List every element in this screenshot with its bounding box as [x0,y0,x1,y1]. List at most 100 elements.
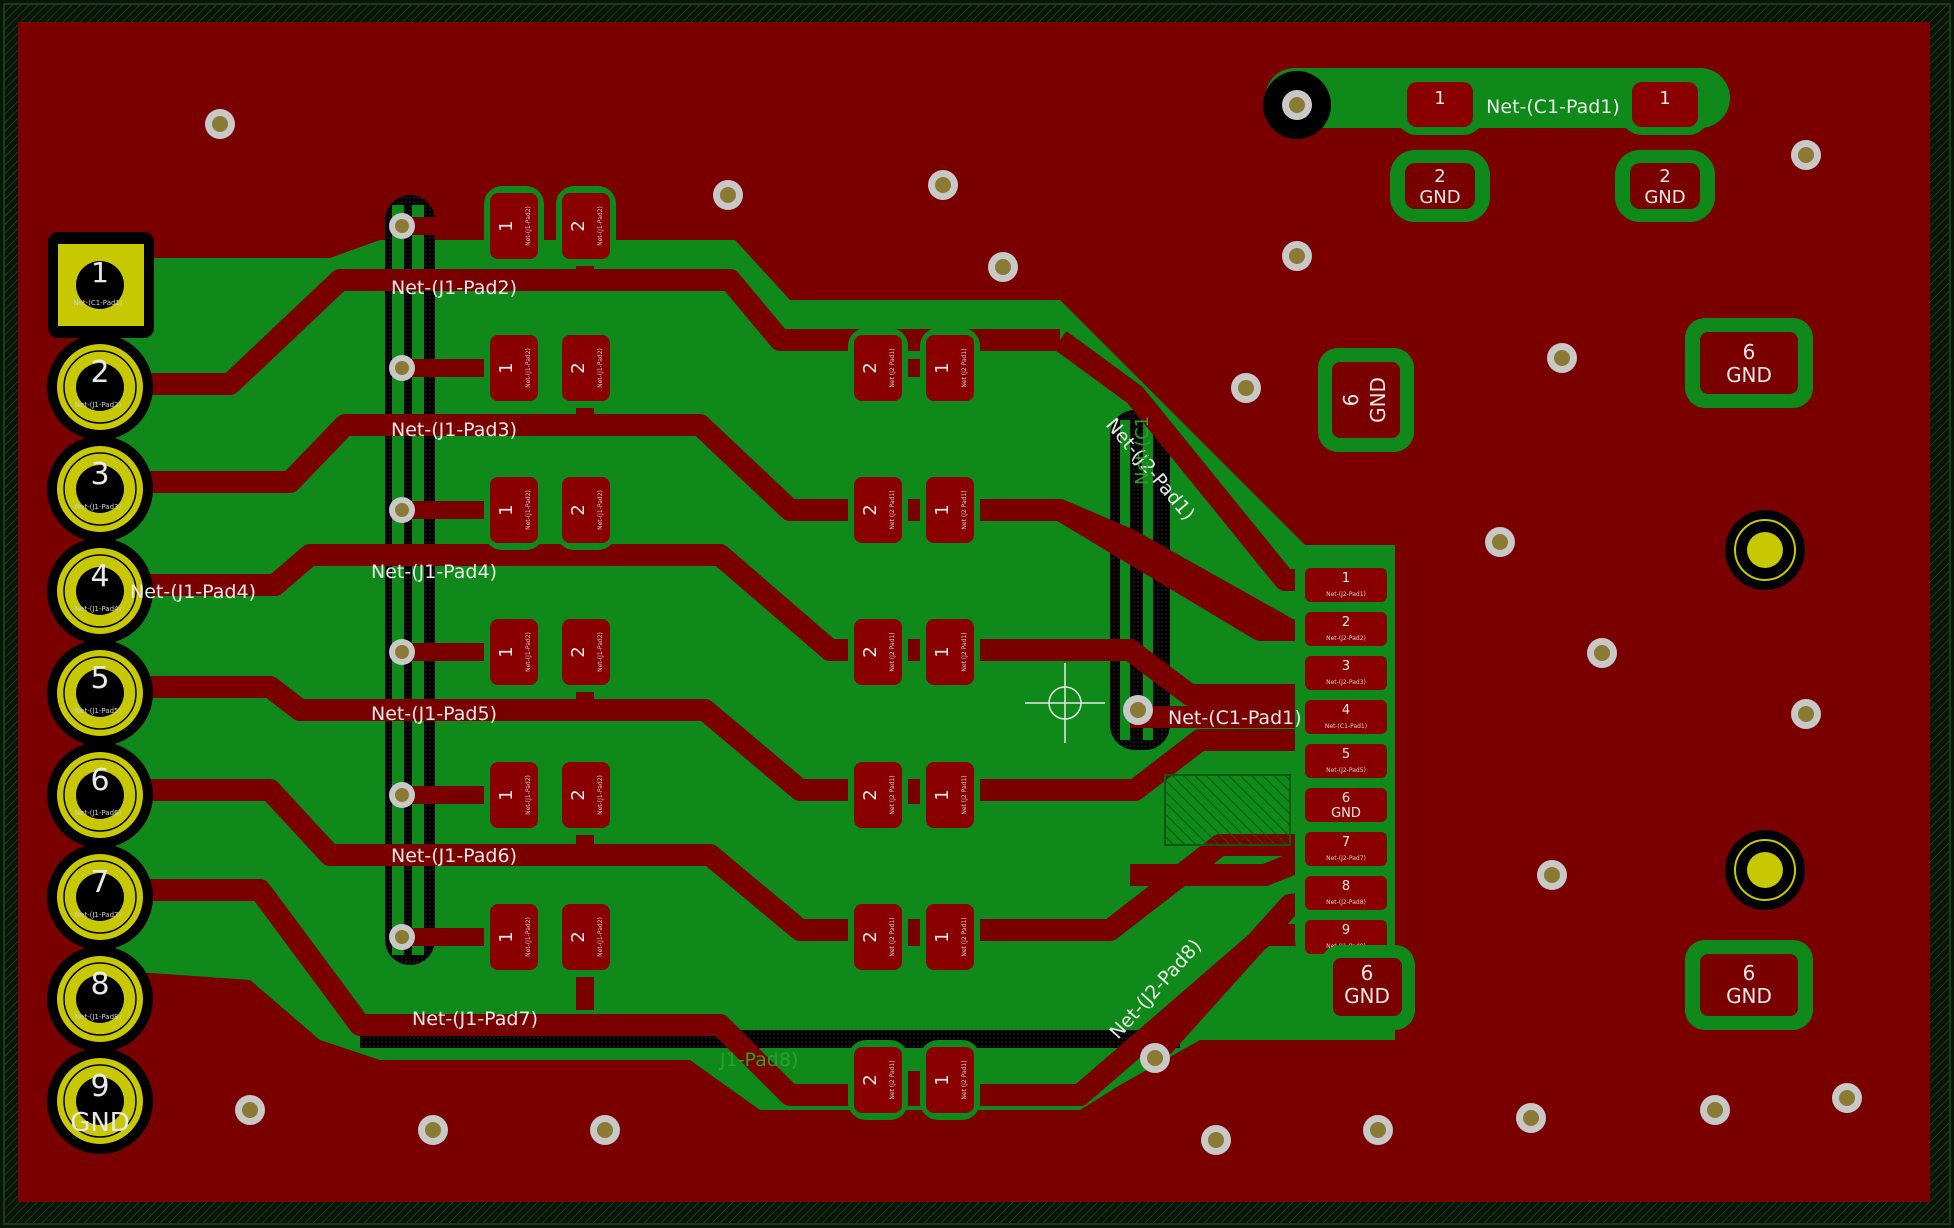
resistor-pad [926,904,974,970]
resistor-pad [926,762,974,828]
j2-pin-net: Net-(J2-Pad3) [1326,679,1366,686]
gnd-pad-b-net: GND [1726,363,1772,387]
net-label-j1-pad6: Net-(J1-Pad6) [391,845,517,867]
svg-text:Net (J2 Pad1): Net (J2 Pad1) [961,1060,968,1099]
j2-pin-num: 4 [1342,703,1350,718]
gnd-pad-d-net: GND [1726,984,1772,1008]
svg-text:Net-(J1-Pad2): Net-(J1-Pad2) [597,632,604,672]
j2-pin-pad [1305,876,1387,910]
gnd-pad-b-num: 6 [1743,340,1756,364]
j2-pin-num: 9 [1342,923,1350,938]
net-label-j1-pad8: J1-Pad8) [719,1049,798,1071]
svg-text:Net-(J1-Pad2): Net-(J1-Pad2) [525,206,532,246]
resistor-pad [854,335,902,401]
svg-text:Net (J2 Pad1): Net (J2 Pad1) [961,917,968,956]
svg-text:Net-(J1-Pad2): Net-(J1-Pad2) [597,917,604,957]
resistor-pad-num: 1 [496,220,517,231]
svg-text:Net-(J1-Pad2): Net-(J1-Pad2) [597,775,604,815]
resistor-pad-num: 1 [496,504,517,515]
net-label-j1-pad7: Net-(J1-Pad7) [412,1008,538,1030]
resistor-pad-num: 1 [496,931,517,942]
j1-pin-net-label: Net-(J1-Pad6) [75,809,122,817]
svg-text:Net (J2 Pad1): Net (J2 Pad1) [889,490,896,529]
j2-pin-num: 8 [1342,879,1350,894]
svg-text:Net (J2 Pad1): Net (J2 Pad1) [889,1060,896,1099]
j2-pin-net: GND [1331,806,1361,821]
j1-pin-net-label: Net-(J1-Pad4) [75,605,122,613]
j2-pin-net: Net-(J2-Pad7) [1326,855,1366,862]
resistor-pad-num: 1 [932,1074,953,1085]
j2-pin-pad [1305,700,1387,734]
resistor-pad [562,335,610,401]
net-label-c1-pad1-top: Net-(C1-Pad1) [1486,96,1620,118]
resistor-pad [562,619,610,685]
j2-pin-pad [1305,568,1387,602]
j1-pin-label: 7 [90,865,109,900]
j2-pin-net: Net-(C1-Pad1) [1325,723,1367,730]
resistor-pad-num: 2 [860,789,881,800]
resistor-pad-num: 1 [496,789,517,800]
j2-pin-num: 3 [1342,659,1350,674]
net-label-c1-vertical: Net-(C1 [1132,416,1153,485]
net-label-j1-pad4: Net-(J1-Pad4) [371,561,497,583]
j2-pin-net: Net-(J2-Pad1) [1326,591,1366,598]
resistor-pad-num: 1 [932,504,953,515]
resistor-pad [490,335,538,401]
svg-text:Net-(J1-Pad2): Net-(J1-Pad2) [597,490,604,530]
svg-text:Net-(C1-Pad1): Net-(C1-Pad1) [73,299,123,307]
svg-text:Net (J2 Pad1): Net (J2 Pad1) [889,632,896,671]
j1-pin-net-label: Net-(J1-Pad7) [75,911,122,919]
resistor-pad [490,477,538,543]
resistor-pad-num: 2 [860,1074,881,1085]
j2-pin-pad [1305,832,1387,866]
svg-text:Net-(J1-Pad2): Net-(J1-Pad2) [525,490,532,530]
j1-pin1-label: 1 [91,256,109,289]
j2-pin-net: Net-(J2-Pad8) [1326,899,1366,906]
resistor-pad [490,193,538,259]
mounting-holes [1725,510,1805,910]
j1-pin-net-label: Net-(J1-Pad8) [75,1013,122,1021]
resistor-pad [854,762,902,828]
c2-pad2-gnd: GND [1644,187,1685,208]
svg-text:Net-(J1-Pad2): Net-(J1-Pad2) [597,348,604,388]
resistor-pad-num: 2 [568,362,589,373]
svg-text:Net (J2 Pad1): Net (J2 Pad1) [961,490,968,529]
origin-crosshair [1025,663,1105,743]
j2-pin-pad [1305,744,1387,778]
resistor-pad-num: 2 [860,931,881,942]
resistor-pad [926,619,974,685]
resistor-pad [854,619,902,685]
resistor-pad [490,762,538,828]
c1-pad1-num: 1 [1434,88,1445,109]
c1-pad2-gnd: GND [1419,187,1460,208]
connector-j1-round-pins: 2Net-(J1-Pad2)3Net-(J1-Pad3)4Net-(J1-Pad… [47,334,153,1154]
resistor-pad-num: 2 [860,646,881,657]
resistor-pad-num: 1 [496,362,517,373]
svg-text:Net (J2 Pad1): Net (J2 Pad1) [889,348,896,387]
resistor-pad [490,904,538,970]
j2-pin-pad [1305,656,1387,690]
j2-pin-net: Net-(J2-Pad2) [1326,635,1366,642]
resistor-pad-num: 1 [932,362,953,373]
j1-pin-net-label: GND [70,1108,130,1138]
c1-pad2-num: 2 [1434,166,1445,187]
resistor-pad [926,335,974,401]
resistor-pad [854,477,902,543]
svg-text:Net-(J1-Pad2): Net-(J1-Pad2) [525,632,532,672]
j1-pin-label: 8 [90,967,109,1002]
net-label-j1-pad5: Net-(J1-Pad5) [371,703,497,725]
svg-text:Net (J2 Pad1): Net (J2 Pad1) [889,775,896,814]
svg-text:Net (J2 Pad1): Net (J2 Pad1) [889,917,896,956]
gnd-pad-d-num: 6 [1743,961,1756,985]
j1-pin-label: 5 [90,661,109,696]
j2-pin-num: 6 [1342,791,1350,806]
j1-pin-label: 3 [90,457,109,492]
gnd-pad-a-net: GND [1366,377,1390,423]
j2-pin-num: 1 [1342,571,1350,586]
resistor-pad [854,904,902,970]
resistor-pad-num: 2 [568,789,589,800]
j1-pin-net-label: Net-(J1-Pad2) [75,401,122,409]
j2-pin-num: 2 [1342,615,1350,630]
